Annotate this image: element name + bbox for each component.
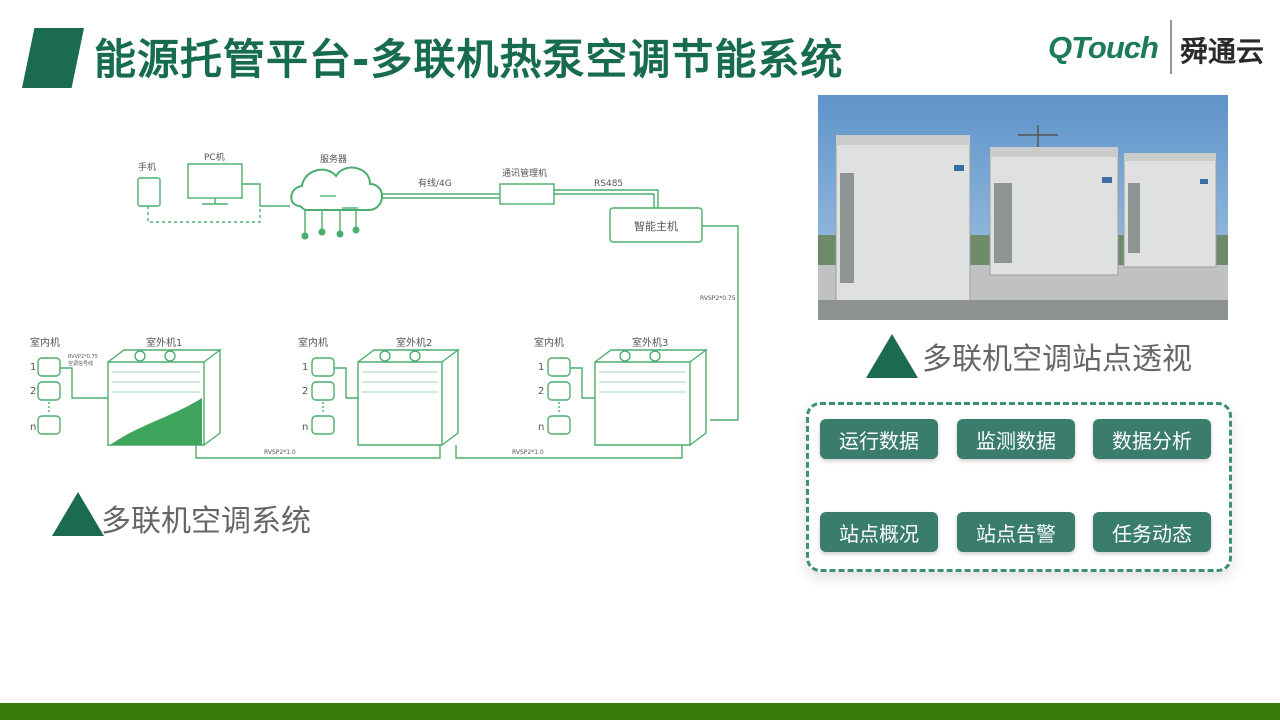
title-accent-mark — [22, 28, 84, 88]
feature-panel: 运行数据 监测数据 数据分析 站点概况 站点告警 任务动态 — [806, 402, 1232, 572]
brand-logo-text: QTouch — [1048, 30, 1159, 65]
page-title: 能源托管平台-多联机热泵空调节能系统 — [94, 35, 844, 84]
triangle-marker-system — [52, 492, 104, 536]
indoor-units-3 — [547, 357, 595, 435]
triangle-marker-site — [866, 334, 918, 378]
system-diagram: 手机 PC机 服务器 有线/4G 通讯管理机 RS485 智能主机 RVSP2*… — [30, 151, 739, 459]
cable-vertical-label: RVSP2*0.75 — [700, 295, 736, 302]
data-analysis-button[interactable]: 数据分析 — [1093, 419, 1211, 459]
indoor-units-2 — [311, 357, 358, 435]
svg-text:1: 1 — [538, 362, 544, 373]
cloud-server-icon — [290, 166, 383, 211]
phone-icon — [137, 177, 161, 207]
svg-text:1: 1 — [302, 362, 308, 373]
monitor-data-button[interactable]: 监测数据 — [957, 419, 1075, 459]
svg-text:n: n — [30, 422, 36, 433]
site-alarm-button[interactable]: 站点告警 — [957, 512, 1075, 552]
wired-link-label: 有线/4G — [418, 177, 452, 189]
bottom-bar — [0, 703, 1280, 720]
outdoor-unit-2 — [357, 349, 461, 446]
cable-bottom-label-1: RVSP2*1.0 — [264, 449, 296, 456]
site-photo — [818, 95, 1228, 320]
comm-manager-icon — [499, 183, 555, 205]
svg-text:2: 2 — [30, 386, 36, 397]
indoor-units-1 — [37, 357, 108, 435]
outdoor-label-2: 室外机2 — [396, 336, 432, 349]
outdoor-unit-3 — [594, 349, 709, 446]
outdoor-unit-1 — [107, 349, 223, 446]
indoor-label-3: 室内机 — [534, 336, 564, 349]
svg-text:n: n — [302, 422, 308, 433]
svg-text:2: 2 — [538, 386, 544, 397]
indoor-label-2: 室内机 — [298, 336, 328, 349]
svg-text:1: 1 — [30, 362, 36, 373]
cable-bottom-label-2: RVSP2*1.0 — [512, 449, 544, 456]
phone-label: 手机 — [138, 161, 156, 173]
brand-logo-cn: 舜通云 — [1180, 35, 1265, 68]
outdoor-label-1: 室外机1 — [146, 336, 182, 349]
pc-icon — [187, 163, 243, 199]
system-caption: 多联机空调系统 — [101, 504, 311, 539]
site-caption: 多联机空调站点透视 — [922, 342, 1192, 377]
run-data-button[interactable]: 运行数据 — [820, 419, 938, 459]
indoor-label-1: 室内机 — [30, 336, 60, 349]
svg-text:n: n — [538, 422, 544, 433]
unit-cable-sublabel: 空调信号线 — [68, 360, 93, 367]
comm-manager-label: 通讯管理机 — [502, 167, 547, 179]
rs485-label: RS485 — [594, 179, 623, 189]
unit-cable-label: RVVP2*0.75 — [68, 354, 98, 360]
smart-host-box — [609, 207, 703, 243]
pc-label: PC机 — [204, 151, 225, 163]
task-dynamics-button[interactable]: 任务动态 — [1093, 512, 1211, 552]
smart-host-label: 智能主机 — [634, 219, 678, 233]
logo-divider — [1170, 20, 1172, 74]
svg-text:2: 2 — [302, 386, 308, 397]
outdoor-label-3: 室外机3 — [632, 336, 668, 349]
server-label: 服务器 — [320, 153, 347, 165]
site-overview-button[interactable]: 站点概况 — [820, 512, 938, 552]
